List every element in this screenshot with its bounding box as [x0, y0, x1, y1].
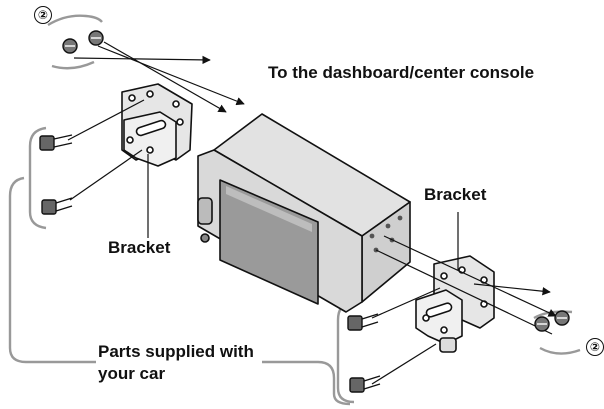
- screw-top-2: [88, 30, 104, 46]
- group-bracket-top-screws: [47, 14, 103, 70]
- unit-screen: [219, 179, 319, 305]
- callout-number-top: ②: [34, 6, 52, 24]
- screw-bottom-1: [534, 316, 550, 332]
- unit-knob-left: [197, 197, 213, 225]
- unit-side-holes: [369, 215, 403, 253]
- label-bracket-left: Bracket: [108, 238, 171, 257]
- screw-top-1: [62, 38, 78, 54]
- label-bracket-right: Bracket: [424, 185, 487, 204]
- callout-number-bottom: ②: [586, 338, 604, 356]
- screw-bottom-2: [554, 310, 570, 326]
- unit-screen-glare: [226, 186, 312, 232]
- screw-right-2: [349, 375, 381, 393]
- bracket-left: [121, 83, 193, 167]
- assembly-lines: [67, 41, 557, 385]
- label-destination: To the dashboard/center console: [268, 63, 535, 82]
- label-parts-line2: your car: [98, 364, 166, 383]
- head-unit: [197, 113, 411, 313]
- screw-right-1: [347, 313, 379, 331]
- bracket-right: [415, 255, 495, 353]
- group-bracket-left-parts: [28, 126, 47, 230]
- label-parts-line1: Parts supplied with: [98, 342, 254, 361]
- screw-left-1: [39, 134, 73, 151]
- group-bracket-parts-supplied: [8, 176, 351, 406]
- unit-button-left: [200, 233, 210, 243]
- screw-left-2: [41, 197, 73, 215]
- label-parts-supplied: Parts supplied with your car: [98, 341, 254, 385]
